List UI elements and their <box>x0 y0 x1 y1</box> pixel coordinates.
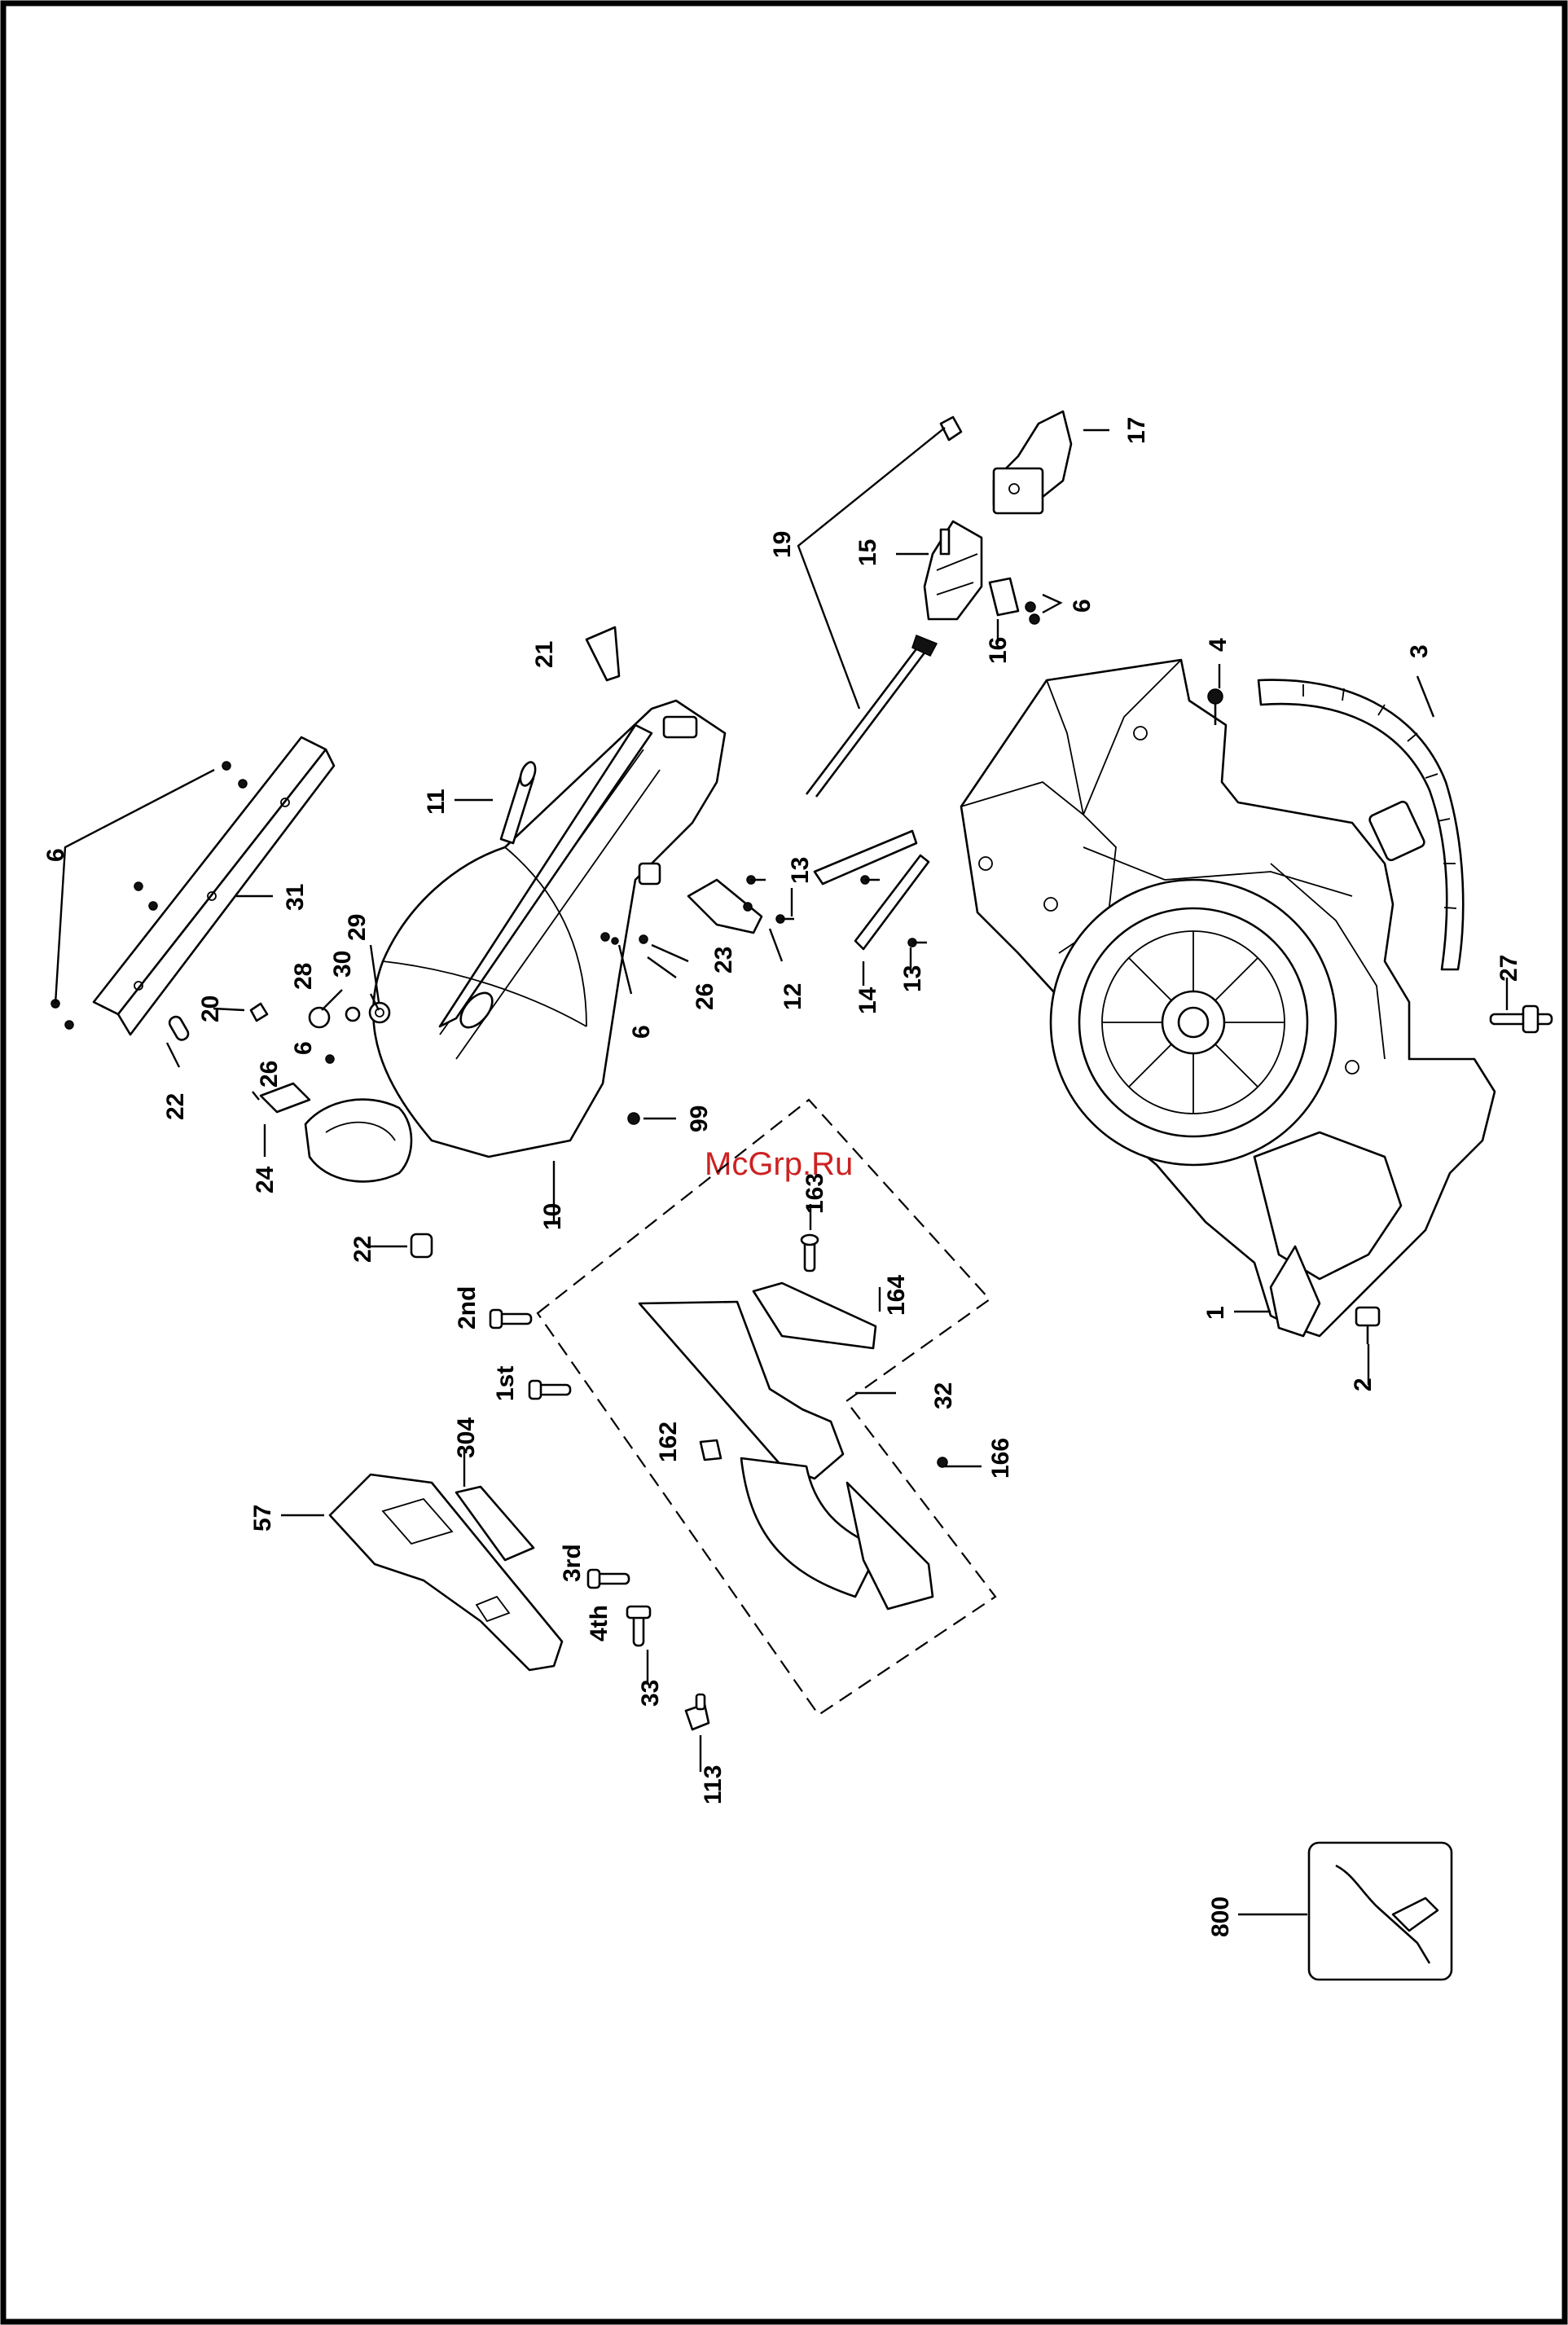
label-16: 16 <box>985 637 1012 664</box>
part-163-pin <box>802 1235 818 1271</box>
part-164-plate <box>753 1283 876 1348</box>
part-24-lower-guard <box>261 1083 411 1181</box>
label-4: 4 <box>1205 638 1232 652</box>
label-11: 11 <box>423 789 450 815</box>
label-15: 15 <box>854 539 881 566</box>
label-1st: 1st <box>492 1366 519 1401</box>
label-27: 27 <box>1496 955 1522 982</box>
part-57-base-plate <box>330 1475 562 1670</box>
label-162: 162 <box>655 1422 682 1462</box>
label-28: 28 <box>290 963 317 990</box>
label-57: 57 <box>249 1505 276 1532</box>
label-12: 12 <box>780 983 806 1010</box>
label-20: 20 <box>197 995 224 1022</box>
label-30: 30 <box>329 951 356 978</box>
label-304: 304 <box>453 1417 480 1458</box>
part-12-bracket <box>688 880 762 933</box>
part-27-bolt <box>1491 1006 1552 1032</box>
label-6-left: 6 <box>42 848 69 862</box>
part-22-pin-b <box>411 1234 432 1257</box>
part-16-plate <box>990 578 1039 624</box>
label-4th: 4th <box>586 1605 613 1642</box>
part-14-link <box>815 831 929 949</box>
label-29: 29 <box>344 914 371 941</box>
label-22-lower: 22 <box>349 1236 376 1263</box>
label-1: 1 <box>1202 1306 1229 1320</box>
label-166: 166 <box>987 1438 1014 1479</box>
label-31: 31 <box>282 884 309 911</box>
screw-1st <box>529 1381 570 1399</box>
label-800: 800 <box>1207 1896 1234 1937</box>
label-3rd: 3rd <box>559 1544 586 1582</box>
label-164: 164 <box>883 1275 910 1316</box>
label-22-left: 22 <box>162 1093 189 1120</box>
label-99: 99 <box>686 1105 713 1132</box>
label-6-washer: 6 <box>290 1041 317 1055</box>
label-10: 10 <box>539 1203 566 1230</box>
label-6-mid: 6 <box>628 1025 655 1039</box>
part-15-bracket <box>925 521 982 619</box>
part-22-pin-a <box>168 1015 191 1042</box>
part-32-chute <box>639 1302 933 1609</box>
screw-4th <box>627 1606 650 1646</box>
label-13-upper: 13 <box>787 857 814 884</box>
label-6-upper: 6 <box>1069 599 1096 613</box>
screw-2nd <box>490 1310 531 1328</box>
label-163: 163 <box>802 1173 828 1214</box>
label-26-left: 26 <box>256 1061 283 1088</box>
label-33: 33 <box>637 1680 664 1707</box>
label-3: 3 <box>1406 644 1433 658</box>
screw-3rd <box>588 1570 629 1588</box>
label-2: 2 <box>1350 1378 1377 1391</box>
part-113-knob <box>686 1694 709 1729</box>
label-21: 21 <box>531 641 558 668</box>
label-17: 17 <box>1123 417 1150 444</box>
part-2-screw <box>1356 1308 1379 1344</box>
label-24: 24 <box>252 1166 279 1193</box>
label-26-mid: 26 <box>692 983 718 1010</box>
label-19: 19 <box>769 531 796 558</box>
part-10-upper-guard <box>373 701 725 1157</box>
label-32: 32 <box>930 1382 957 1409</box>
part-17-clamp <box>994 411 1071 513</box>
washers-20-28-29-30 <box>251 1003 389 1027</box>
part-162-knob <box>701 1440 721 1460</box>
label-2nd: 2nd <box>454 1286 481 1330</box>
label-113: 113 <box>700 1765 727 1804</box>
part-99-screw <box>628 1113 639 1124</box>
label-14: 14 <box>854 987 881 1014</box>
label-13-lower: 13 <box>899 965 926 992</box>
label-23: 23 <box>710 947 737 974</box>
part-21-pin <box>586 627 619 680</box>
